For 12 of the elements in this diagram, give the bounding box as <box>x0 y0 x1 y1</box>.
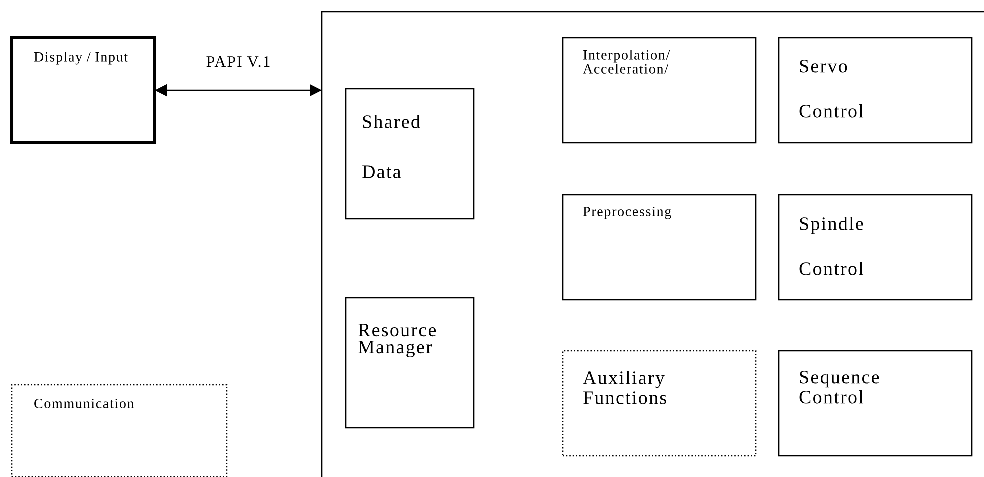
module-box: Sequence Control <box>778 350 973 457</box>
module-box: Interpolation/ Acceleration/ <box>562 37 757 144</box>
dashed-module-box: Communication <box>11 384 228 477</box>
module-box: Resource Manager <box>345 297 475 429</box>
dashed-module-box: Auxiliary Functions <box>562 350 757 457</box>
display-box: Display / Input <box>10 36 156 144</box>
module-box: Spindle Control <box>778 194 973 301</box>
module-box: Shared Data <box>345 88 475 220</box>
module-box: Preprocessing <box>562 194 757 301</box>
controller-frame <box>321 11 984 477</box>
module-box: Servo Control <box>778 37 973 144</box>
edge-label: PAPI V.1 <box>206 56 270 68</box>
